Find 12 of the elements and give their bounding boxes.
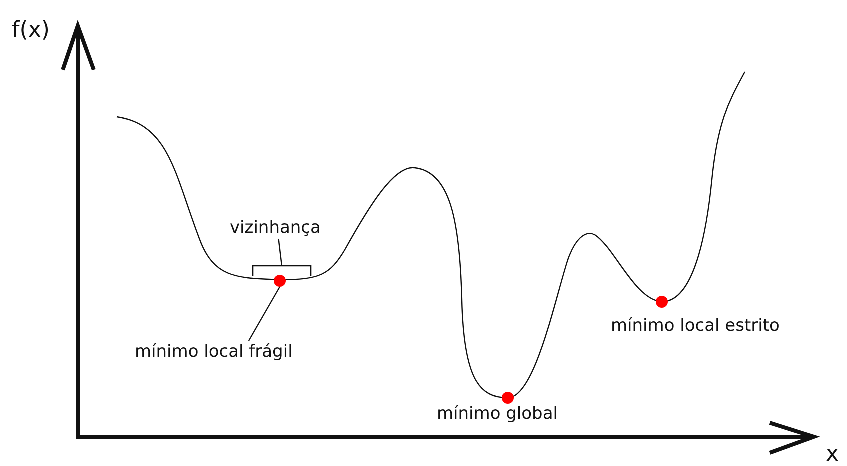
leader-line	[278, 238, 283, 266]
annotation-text: mínimo local frágil	[135, 342, 293, 362]
axis-label: f(x)	[12, 18, 50, 44]
bracket	[252, 265, 312, 276]
leader-line	[248, 286, 281, 342]
annotation-text: mínimo global	[437, 404, 558, 424]
minimum-dot	[274, 275, 286, 287]
annotation-text: mínimo local estrito	[611, 316, 780, 336]
annotation-text: vizinhança	[230, 218, 321, 238]
minimum-dot	[502, 392, 514, 404]
axis-label: x	[826, 442, 840, 466]
minimum-dot	[656, 296, 668, 308]
